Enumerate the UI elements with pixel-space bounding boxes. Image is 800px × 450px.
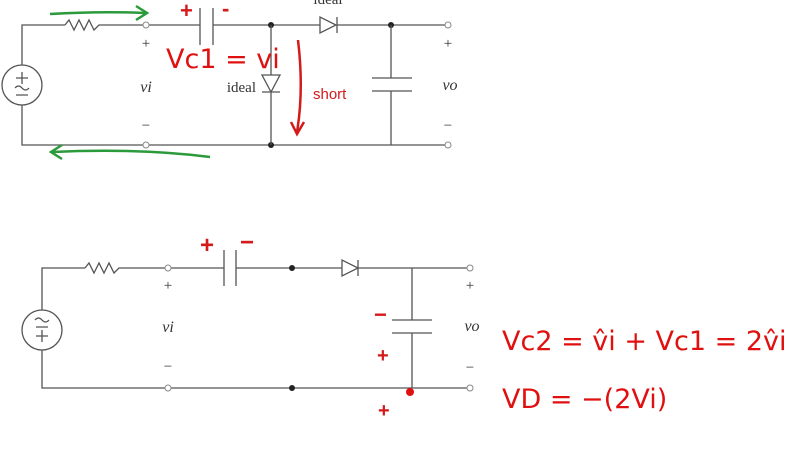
c1-minus-annotation: − bbox=[240, 229, 254, 256]
green-current-arrow-bottom bbox=[51, 149, 211, 159]
ac-source-icon bbox=[21, 309, 63, 351]
input-terminal-minus bbox=[164, 384, 172, 392]
short-annotation: short bbox=[313, 86, 347, 103]
output-voltage-label: vo bbox=[442, 77, 457, 94]
resistor-icon bbox=[84, 261, 125, 275]
output-voltage-label: vo bbox=[464, 318, 479, 335]
series-diode-icon bbox=[319, 15, 338, 35]
shunt-diode-label: ideal bbox=[227, 80, 256, 96]
input-voltage-label: vi bbox=[140, 79, 152, 96]
shunt-diode-icon bbox=[260, 74, 282, 94]
ac-source-icon bbox=[1, 64, 43, 106]
series-diode-label: ideal bbox=[313, 0, 342, 8]
vc1-annotation: Vc1 = vi bbox=[166, 44, 280, 75]
ac-source-symbol bbox=[14, 72, 30, 96]
input-minus-label: − bbox=[142, 118, 150, 134]
capacitor-c2-icon bbox=[372, 77, 412, 92]
red-short-arrow bbox=[295, 39, 302, 133]
c1-plus-annotation: + bbox=[180, 0, 193, 23]
c1-minus-annotation: - bbox=[222, 0, 229, 21]
input-voltage-label: vi bbox=[162, 319, 174, 336]
output-terminal-plus bbox=[466, 264, 474, 272]
capacitor-c1-icon bbox=[223, 250, 237, 286]
c2-plus-annotation: + bbox=[377, 345, 389, 367]
bottom-wire bbox=[21, 105, 445, 146]
resistor-icon bbox=[64, 18, 103, 32]
top-wire bbox=[21, 24, 445, 65]
input-terminal-plus bbox=[142, 21, 150, 29]
capacitor-c1-icon bbox=[199, 8, 214, 45]
output-terminal-minus bbox=[466, 384, 474, 392]
series-diode-icon bbox=[341, 258, 360, 278]
output-terminal-minus bbox=[444, 141, 452, 149]
node-plus-annotation: + bbox=[378, 400, 390, 422]
equation-vc2: Vc2 = v̂i + Vc1 = 2v̂i bbox=[502, 326, 787, 357]
green-current-arrow-top bbox=[49, 10, 146, 16]
red-node-marker bbox=[406, 388, 414, 396]
output-minus-label: − bbox=[444, 118, 452, 134]
c2-minus-annotation: − bbox=[374, 302, 387, 327]
output-plus-label: + bbox=[444, 36, 452, 52]
bottom-circuit: + vi − + vo − + − − + + bbox=[21, 229, 480, 422]
c1-plus-annotation: + bbox=[200, 232, 214, 259]
input-minus-label: − bbox=[164, 359, 172, 375]
ac-source-symbol bbox=[34, 317, 50, 342]
input-terminal-plus bbox=[164, 264, 172, 272]
input-plus-label: + bbox=[142, 36, 150, 52]
input-terminal-minus bbox=[142, 141, 150, 149]
output-plus-label: + bbox=[466, 278, 474, 294]
equation-vd: VD = −(2Vi) bbox=[502, 384, 667, 415]
output-minus-label: − bbox=[466, 360, 474, 376]
output-terminal-plus bbox=[444, 21, 452, 29]
input-plus-label: + bbox=[164, 278, 172, 294]
capacitor-c2-icon bbox=[392, 319, 432, 334]
top-circuit: ideal ideal + vi − + vo − + - Vc1 = vi s… bbox=[1, 0, 458, 161]
